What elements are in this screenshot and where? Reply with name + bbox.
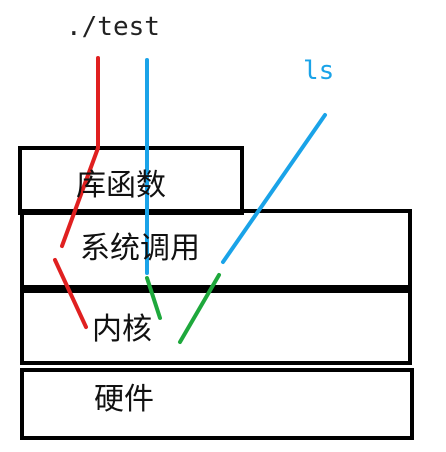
program-label-test: ./test bbox=[66, 12, 160, 42]
green-path-test bbox=[145, 276, 162, 320]
syscall-layer-box bbox=[20, 209, 412, 289]
kernel-layer-label: 内核 bbox=[92, 312, 152, 347]
red-path-kernel bbox=[53, 258, 88, 329]
blue-path-ls bbox=[221, 113, 327, 264]
syscall-layer-label: 系统调用 bbox=[80, 231, 200, 266]
kernel-layer-box bbox=[20, 289, 412, 365]
hardware-layer-label: 硬件 bbox=[94, 382, 154, 417]
program-label-ls: ls bbox=[303, 56, 334, 86]
hardware-layer-box bbox=[20, 368, 414, 440]
green-path-ls bbox=[178, 273, 221, 344]
library-layer-label: 库函数 bbox=[76, 168, 166, 203]
red-path-library bbox=[60, 56, 100, 248]
